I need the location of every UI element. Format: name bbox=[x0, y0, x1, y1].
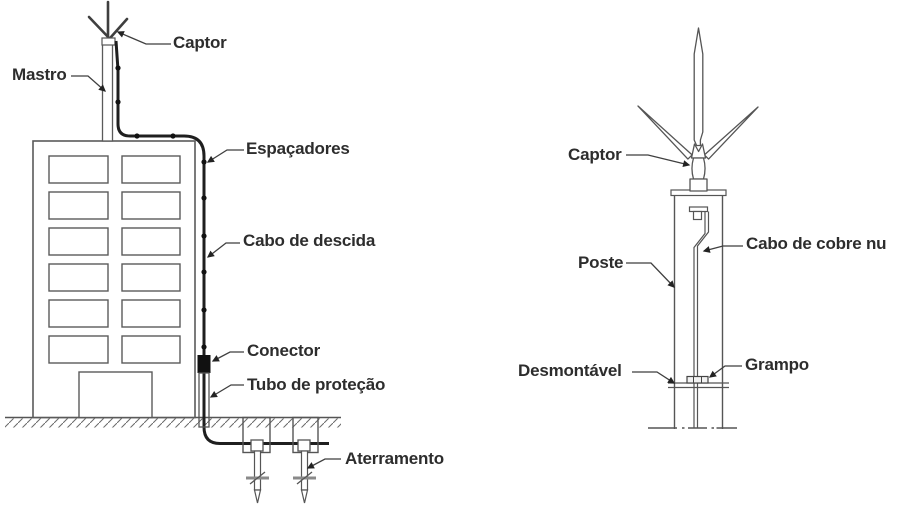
label-cabo-descida: Cabo de descida bbox=[243, 231, 376, 250]
detachable-joint bbox=[668, 382, 729, 389]
captor-left-icon bbox=[87, 0, 129, 42]
protection-tube bbox=[198, 372, 210, 428]
leader-tubo bbox=[209, 384, 244, 398]
copper-cable bbox=[688, 206, 710, 428]
leader-aterramento bbox=[306, 458, 341, 469]
leader-mastro bbox=[71, 75, 106, 92]
leader-lines-left bbox=[71, 31, 341, 469]
label-captor-right: Captor bbox=[568, 145, 622, 164]
mast bbox=[101, 43, 114, 142]
label-captor-left: Captor bbox=[173, 33, 227, 52]
clamp bbox=[686, 375, 709, 384]
building-diagram bbox=[5, 0, 341, 504]
leader-lines-right bbox=[626, 154, 743, 384]
label-espacadores: Espaçadores bbox=[246, 139, 350, 158]
captor-left-base bbox=[101, 37, 116, 46]
ground-left bbox=[5, 416, 341, 428]
leader-espacadores bbox=[206, 149, 244, 163]
label-mastro: Mastro bbox=[12, 65, 67, 84]
label-poste: Poste bbox=[578, 253, 624, 272]
spacer-dots bbox=[115, 65, 207, 350]
label-desmontavel: Desmontável bbox=[518, 361, 622, 380]
captor-right-icon bbox=[637, 27, 759, 192]
label-grampo: Grampo bbox=[745, 355, 809, 374]
pole bbox=[670, 189, 727, 429]
building-door bbox=[78, 371, 153, 419]
leader-grampo bbox=[708, 365, 742, 378]
building-windows bbox=[48, 155, 181, 364]
label-tubo-protecao: Tubo de proteção bbox=[247, 375, 386, 394]
connector-block bbox=[197, 355, 211, 373]
label-cabo-cobre-nu: Cabo de cobre nu bbox=[746, 234, 887, 253]
ground-rod-1 bbox=[246, 439, 269, 504]
pole-diagram bbox=[626, 27, 759, 429]
leader-poste bbox=[626, 262, 675, 288]
label-conector: Conector bbox=[247, 341, 321, 360]
leader-captor-right bbox=[626, 154, 691, 168]
down-conductor-cable bbox=[114, 40, 329, 445]
leader-conector bbox=[211, 351, 244, 362]
leader-cabo-cobre bbox=[702, 245, 743, 253]
leader-desmontavel bbox=[632, 371, 676, 384]
label-aterramento: Aterramento bbox=[345, 449, 444, 468]
leader-captor-left bbox=[116, 31, 171, 45]
leader-cabo-descida bbox=[206, 242, 240, 258]
ground-rod-2 bbox=[293, 439, 316, 504]
